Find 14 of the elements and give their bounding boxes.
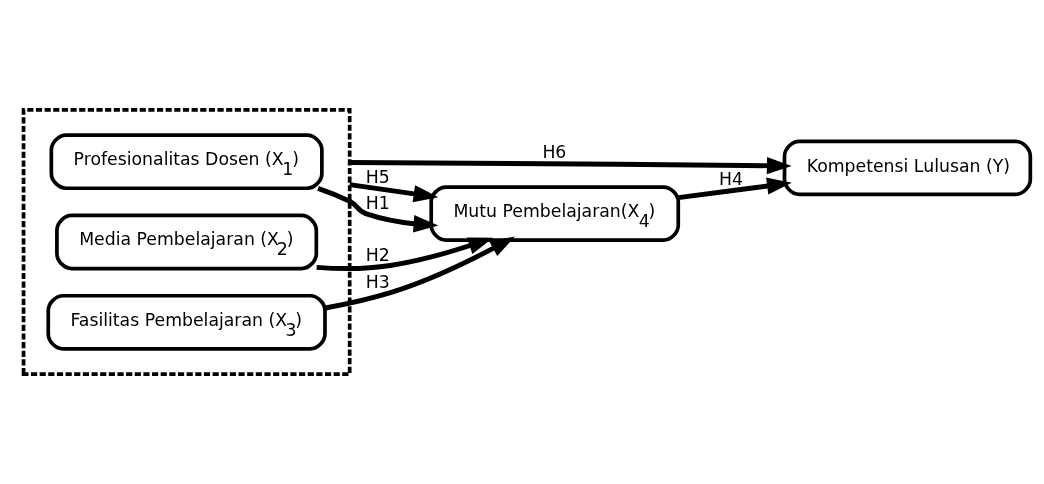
arrow bbox=[316, 237, 494, 272]
arrow bbox=[678, 177, 792, 201]
edge-label: H4 bbox=[719, 169, 744, 190]
edge-label: H3 bbox=[365, 271, 390, 292]
arrow bbox=[349, 157, 792, 175]
arrow bbox=[324, 236, 515, 311]
edge-label: H6 bbox=[542, 142, 567, 163]
arrow bbox=[349, 182, 439, 203]
node-box: Kompetensi Lulusan (Y) bbox=[782, 139, 1033, 197]
arrow bbox=[317, 186, 439, 233]
edge-label: H1 bbox=[365, 192, 390, 213]
edge-label: H2 bbox=[365, 244, 390, 265]
cluster bbox=[21, 107, 352, 377]
edge-label: H5 bbox=[365, 166, 390, 187]
